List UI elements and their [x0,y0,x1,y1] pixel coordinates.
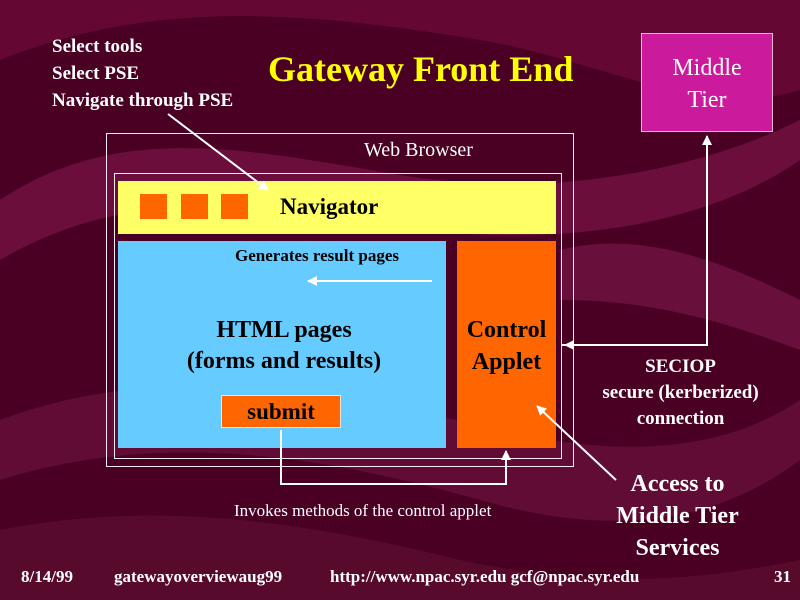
footer-filename: gatewayoverviewaug99 [114,567,283,586]
navigator-square-icon [140,194,167,219]
seciop-label: SECIOP secure (kerberized) connection [583,354,778,432]
access-line2: Middle Tier [616,503,739,529]
footer-date: 8/14/99 [21,567,73,586]
web-browser-label: Web Browser [364,139,473,161]
access-middle-tier-label: Access to Middle Tier Services [600,468,755,564]
control-applet-line1: Control [466,317,547,343]
note-select-tools: Select tools [52,36,143,57]
generates-result-pages-label: Generates result pages [235,246,399,265]
html-pages-label: HTML pages (forms and results) [170,315,398,377]
note-select-pse: Select PSE [52,63,140,84]
middle-tier-box: Middle Tier [641,33,773,132]
navigator-label: Navigator [280,194,379,219]
control-applet-line2: Applet [471,349,542,375]
note-navigate-pse: Navigate through PSE [52,90,234,111]
invokes-methods-label: Invokes methods of the control applet [234,501,492,520]
seciop-line1: SECIOP [645,356,716,377]
control-applet-label: Control Applet [452,314,561,378]
slide-title: Gateway Front End [268,49,574,89]
top-notes: Select tools Select PSE Navigate through… [52,33,233,114]
html-pages-line2: (forms and results) [186,348,382,374]
seciop-line2: secure (kerberized) [602,382,759,403]
middle-tier-line2: Tier [687,87,727,113]
navigator-square-icon [181,194,208,219]
middle-tier-line1: Middle [672,55,742,81]
submit-button[interactable]: submit [221,395,341,428]
navigator-square-icon [221,194,248,219]
access-line3: Services [635,535,720,561]
html-pages-line1: HTML pages [216,317,352,343]
footer-page-number: 31 [774,567,791,586]
footer-url-email: http://www.npac.syr.edu gcf@npac.syr.edu [330,567,640,586]
access-line1: Access to [630,471,725,497]
seciop-line3: connection [636,408,725,429]
